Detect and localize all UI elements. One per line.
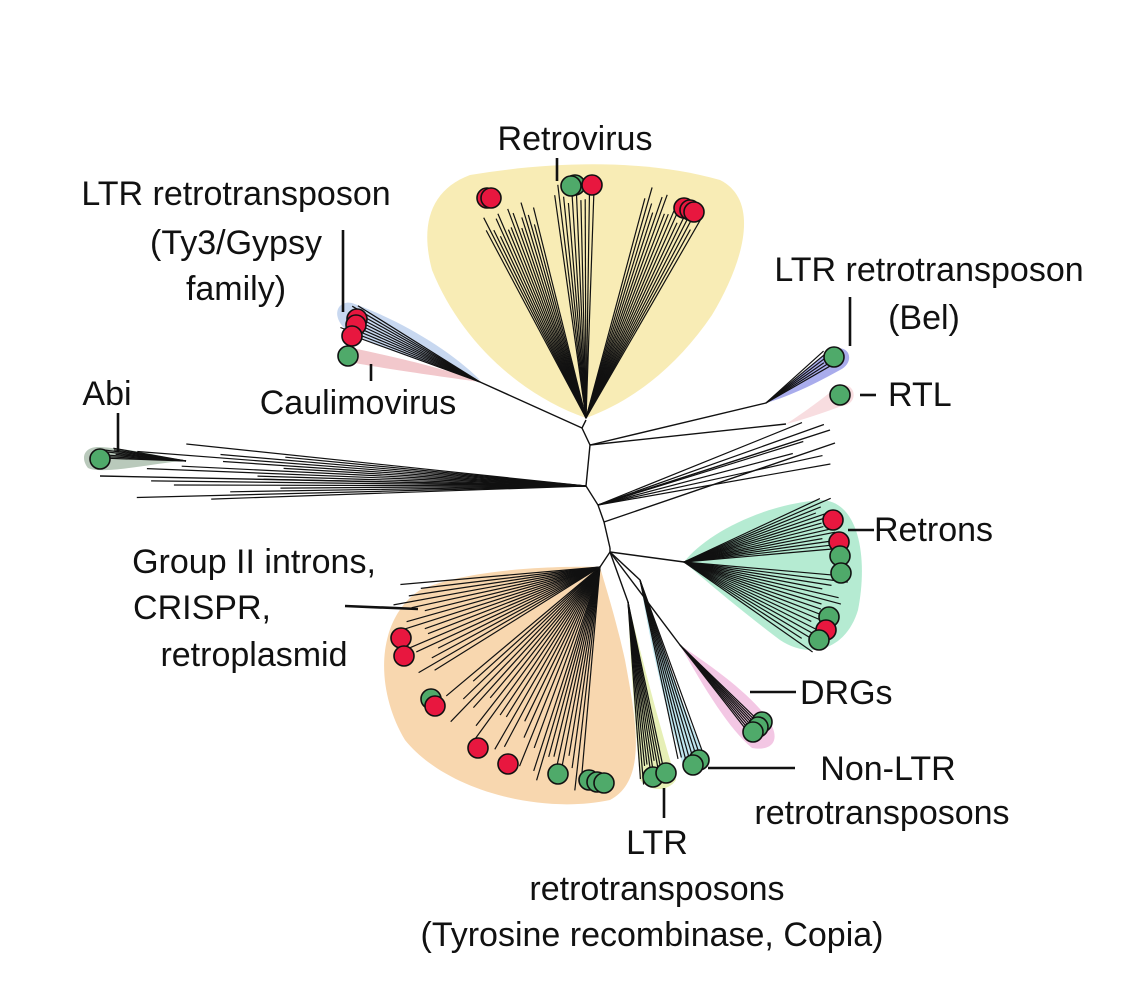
label-rtl: RTL — [888, 376, 952, 414]
leaf-node — [683, 201, 705, 223]
label-group2-line2: CRISPR, — [133, 589, 271, 627]
tree-leaf-nodes — [89, 174, 852, 794]
label-caulimovirus: Caulimovirus — [260, 384, 457, 422]
label-drgs: DRGs — [800, 674, 893, 712]
label-ltr-copia-line3: (Tyrosine recombinase, Copia) — [421, 916, 884, 954]
leaf-node — [341, 325, 363, 347]
leaf-node — [480, 187, 502, 209]
leaf-node — [89, 448, 111, 470]
leaf-node — [593, 772, 615, 794]
leaf-node — [655, 762, 677, 784]
clade-region-retrons — [684, 500, 862, 650]
label-ltr-bel-line1: LTR retrotransposon — [774, 251, 1083, 289]
leaf-node — [829, 384, 851, 406]
label-retrovirus: Retrovirus — [498, 120, 653, 158]
label-ltr-gypsy-line3: family) — [186, 270, 286, 308]
label-group2-line3: retroplasmid — [160, 636, 347, 674]
leaf-node — [497, 753, 519, 775]
label-ltr-copia-line1: LTR — [626, 824, 688, 862]
leaf-node — [467, 737, 489, 759]
tree-branches — [96, 184, 848, 791]
label-abi: Abi — [82, 375, 131, 413]
label-leader-lines — [116, 158, 876, 818]
label-ltr-gypsy-line2: (Ty3/Gypsy — [150, 224, 322, 262]
label-nonltr-line1: Non-LTR — [820, 750, 955, 788]
label-ltr-copia-line2: retrotransposons — [529, 870, 784, 908]
leaf-node — [547, 763, 569, 785]
leaf-node — [560, 175, 582, 197]
label-ltr-gypsy-line1: LTR retrotransposon — [81, 175, 390, 213]
leaf-node — [390, 627, 412, 649]
clade-region-nonltr — [640, 580, 706, 770]
label-group2-line1: Group II introns, — [132, 543, 376, 581]
leaf-node — [830, 562, 852, 584]
leaf-node — [682, 754, 704, 776]
leaf-node — [581, 174, 603, 196]
label-ltr-bel-line2: (Bel) — [888, 299, 960, 337]
leaf-node — [822, 509, 844, 531]
leaf-node — [808, 629, 830, 651]
leaf-node — [823, 346, 845, 368]
leaf-node — [393, 645, 415, 667]
leaf-node — [742, 721, 764, 743]
clade-region-caulimovirus — [342, 347, 480, 382]
leaf-node — [337, 345, 359, 367]
label-retrons: Retrons — [874, 511, 993, 549]
label-nonltr-line2: retrotransposons — [754, 794, 1009, 832]
clade-labels: Retrovirus LTR retrotransposon (Ty3/Gyps… — [81, 120, 1083, 954]
leaf-node — [424, 695, 446, 717]
